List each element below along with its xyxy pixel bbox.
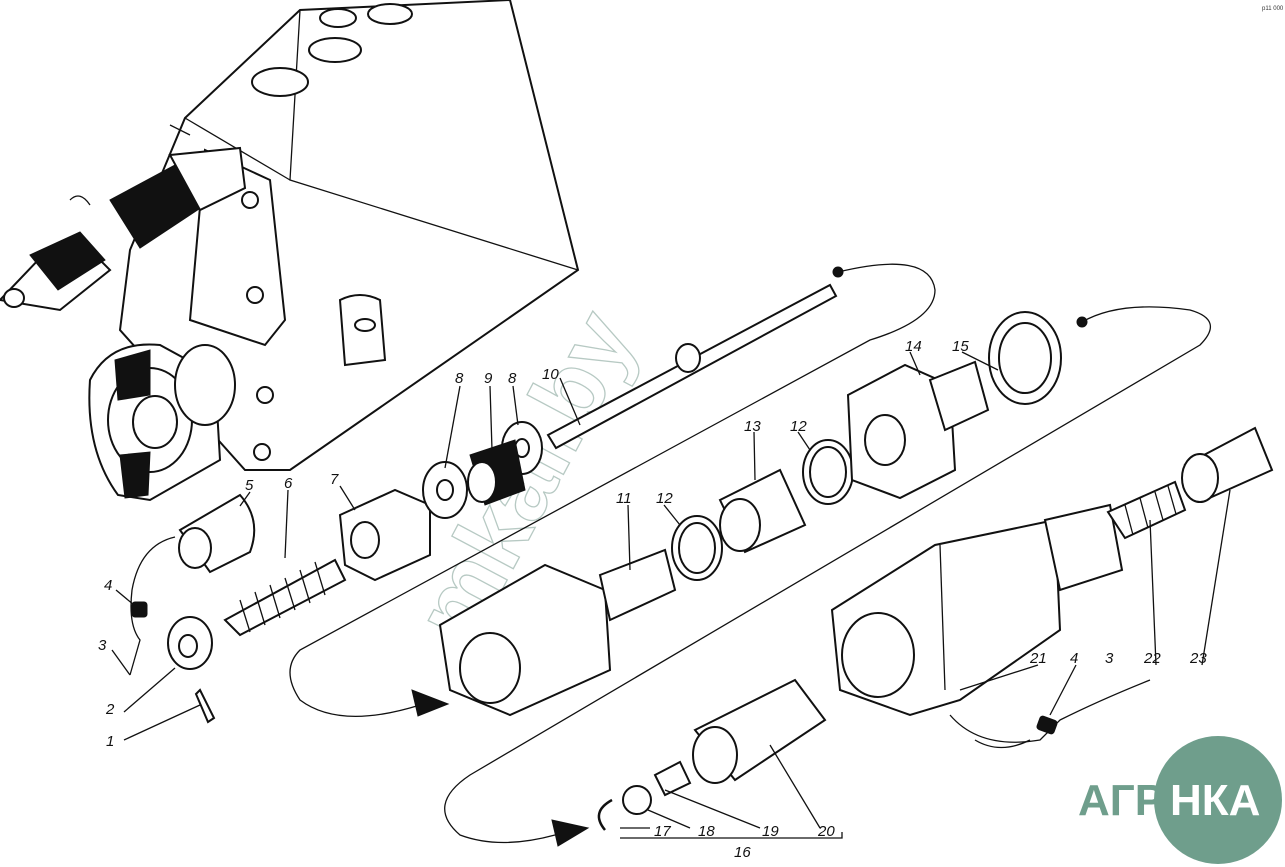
- label-part-8a: 8: [455, 370, 464, 387]
- label-part-11: 11: [616, 490, 632, 507]
- part-20-valve-body: [692, 678, 827, 784]
- label-part-5: 5: [245, 477, 254, 494]
- part-23-threaded-insert: [1181, 426, 1274, 503]
- label-part-19: 19: [762, 823, 779, 840]
- label-part-12b: 12: [790, 418, 807, 435]
- label-part-4b: 4: [1070, 650, 1078, 667]
- label-part-23: 23: [1189, 650, 1207, 667]
- part-17-circlip: [597, 798, 613, 831]
- part-2-castle-nut: [167, 616, 213, 670]
- label-part-12a: 12: [656, 490, 673, 507]
- part-6-spring: [223, 558, 347, 637]
- label-part-16: 16: [734, 844, 751, 861]
- label-part-1: 1: [106, 733, 114, 750]
- part-labels: 1 2 3 4 5 6 7 8 9 8 10 11 12 13 12 14 15…: [98, 338, 1207, 861]
- part-9-nut: [467, 439, 526, 506]
- part-10-rod: [546, 283, 838, 450]
- label-part-6: 6: [284, 475, 293, 492]
- label-part-7: 7: [330, 471, 339, 488]
- label-part-15: 15: [952, 338, 969, 355]
- label-part-4: 4: [104, 577, 112, 594]
- label-part-21: 21: [1029, 650, 1047, 667]
- label-part-20: 20: [817, 823, 835, 840]
- label-part-17: 17: [654, 823, 671, 840]
- part-4-small-nut: [131, 601, 1058, 735]
- corner-code: р11 000: [1262, 6, 1284, 12]
- label-part-10: 10: [542, 366, 559, 383]
- label-part-8b: 8: [508, 370, 517, 387]
- label-part-14: 14: [905, 338, 922, 355]
- label-part-22: 22: [1143, 650, 1161, 667]
- label-part-2: 2: [105, 701, 115, 718]
- part-21-main-body: [830, 503, 1124, 717]
- logo-text-circle: НКА: [1170, 776, 1260, 825]
- part-1-cotter-pin: [194, 688, 216, 724]
- part-18-ball: [622, 785, 652, 815]
- leader-lines: [111, 351, 1231, 839]
- part-14-fitting: [846, 360, 990, 500]
- part-11-fitting: [438, 548, 677, 717]
- label-part-18: 18: [698, 823, 715, 840]
- pump-housing: [0, 0, 580, 502]
- logo-circle: [1154, 736, 1282, 864]
- part-19-spring: [653, 760, 692, 797]
- part-5-cap: [178, 493, 256, 574]
- label-part-3b: 3: [1105, 650, 1114, 667]
- label-part-13: 13: [744, 418, 761, 435]
- label-part-3: 3: [98, 637, 107, 654]
- part-13-sleeve: [718, 468, 807, 554]
- part-15-seal-ring: [988, 311, 1062, 405]
- agronka-logo: АГРО НКА: [1078, 736, 1282, 864]
- assembly-paths: [129, 263, 1211, 847]
- part-22-spring: [1106, 480, 1187, 540]
- part-7-plug: [338, 488, 431, 582]
- label-part-9: 9: [484, 370, 493, 387]
